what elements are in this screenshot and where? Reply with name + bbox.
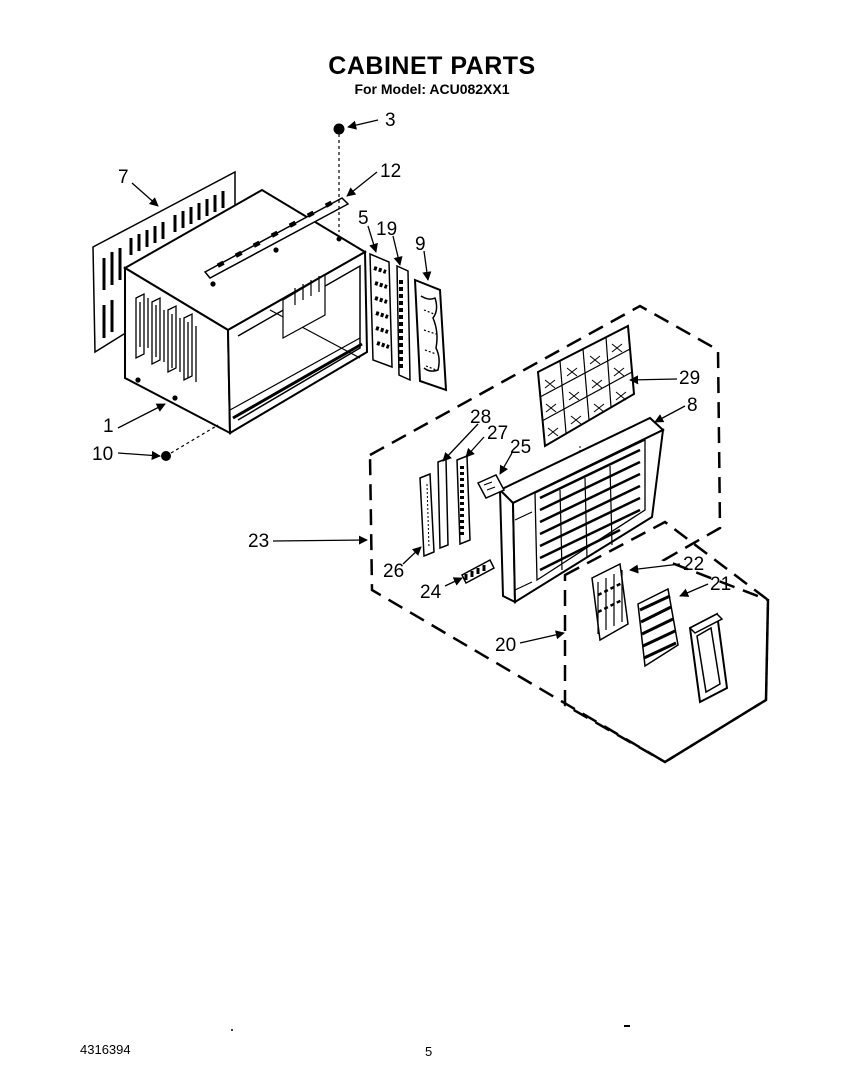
- assembly-23-outline: [368, 304, 770, 764]
- part-26-strip: [419, 472, 435, 558]
- assembly-20-outline: [563, 520, 770, 764]
- scan-specks: [231, 1025, 630, 1031]
- callout-8: 8: [687, 395, 698, 416]
- callout-labels: 3 12 7 5 19 9 1 10 29 8 28 27 25 23 26 2…: [92, 110, 731, 656]
- part-8-front-grille: [498, 416, 665, 604]
- part-28-strip: [437, 457, 449, 550]
- callout-5: 5: [358, 208, 369, 229]
- extension-frame: [688, 612, 729, 704]
- callout-27: 27: [487, 423, 508, 444]
- callout-28: 28: [470, 407, 491, 428]
- callout-25: 25: [510, 437, 531, 458]
- callout-19: 19: [376, 219, 397, 240]
- leader-lines: [117, 119, 709, 644]
- callout-26: 26: [383, 561, 404, 582]
- page-title: CABINET PARTS: [328, 52, 536, 80]
- part-3-screw: [333, 123, 345, 242]
- part-29-front-filter: [536, 324, 636, 460]
- page-number: 5: [425, 1044, 433, 1059]
- callout-21: 21: [710, 574, 731, 595]
- callout-3: 3: [385, 110, 396, 131]
- part-25-clip: [476, 474, 506, 499]
- part-12-top-strip: [203, 197, 350, 279]
- callout-29: 29: [679, 368, 700, 389]
- part-24-hinge: [461, 558, 495, 585]
- callout-10: 10: [92, 444, 113, 465]
- part-9-filter: [413, 278, 448, 392]
- callout-1: 1: [103, 416, 114, 437]
- part-21-louver: [637, 587, 679, 668]
- callout-23: 23: [248, 531, 269, 552]
- part-19-seal: [396, 264, 411, 382]
- document-number: 4316394: [80, 1042, 131, 1057]
- callout-12: 12: [380, 161, 401, 182]
- part-27-strip: [456, 454, 471, 546]
- part-22-bracket: [591, 562, 629, 642]
- callout-24: 24: [420, 582, 442, 603]
- model-subtitle: For Model: ACU082XX1: [354, 81, 510, 97]
- callout-20: 20: [495, 635, 516, 656]
- part-5-seal: [369, 252, 393, 369]
- callout-9: 9: [415, 234, 426, 255]
- callout-7: 7: [118, 167, 129, 188]
- part-10-screw: [161, 424, 219, 461]
- callout-22: 22: [683, 554, 704, 575]
